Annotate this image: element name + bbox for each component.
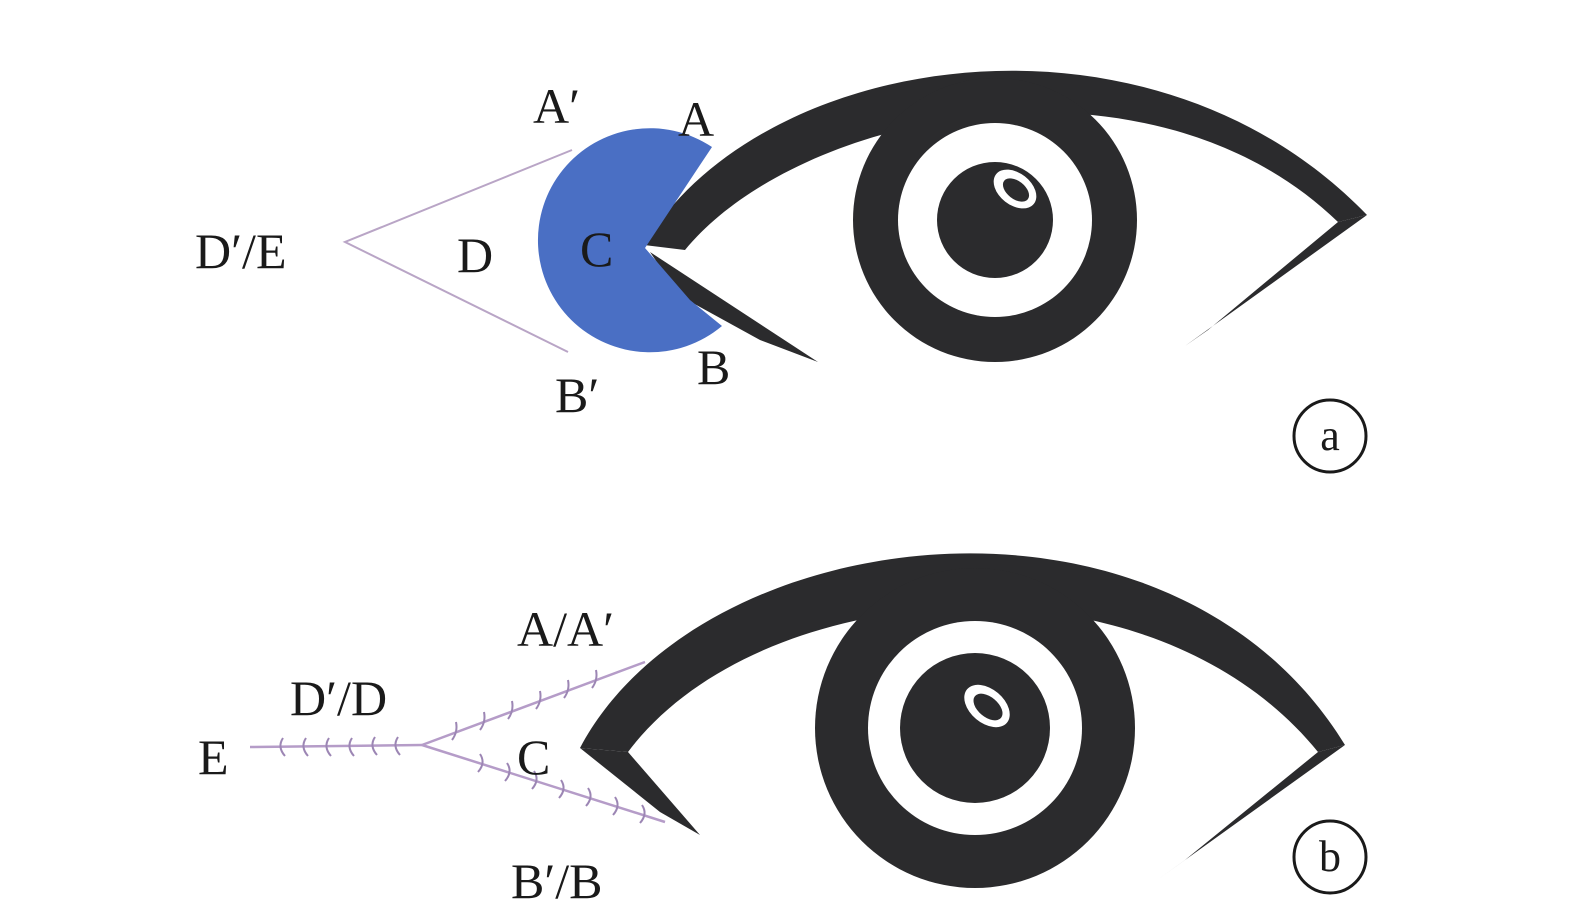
label-c-b: C [517, 729, 550, 785]
defect-circle [537, 128, 722, 353]
stitches-lower [477, 753, 646, 824]
lower-eyelid-inner-b [580, 748, 700, 835]
label-d-prime-d: D′/D [290, 670, 387, 726]
svg-text:a: a [1320, 411, 1340, 460]
lower-eyelid-inner-a [650, 252, 818, 362]
panel-badge-b: b [1292, 819, 1368, 895]
pupil-highlight-inner-b [973, 693, 1003, 721]
panel-a: A′ A D′/E D C B B′ a [195, 70, 1368, 474]
stitches-horizontal [279, 736, 401, 757]
svg-text:b: b [1319, 832, 1341, 881]
pupil-b [900, 653, 1050, 803]
lower-eyelid-outer-b [1160, 745, 1345, 878]
label-b-prime-b: B′/B [511, 853, 603, 909]
flap-outline [342, 149, 573, 353]
stitches-upper [451, 669, 598, 741]
eye-illustration-a [644, 70, 1367, 362]
label-b: B [697, 339, 730, 395]
panel-badge-a: a [1292, 398, 1368, 474]
upper-eyelid-b [580, 553, 1345, 752]
label-c: C [580, 221, 613, 277]
label-d-prime-e: D′/E [195, 223, 286, 279]
label-b-prime: B′ [555, 367, 599, 423]
lower-eyelid-outer-a [1185, 215, 1367, 346]
panel-b: A/A′ D′/D E C B′/B b [198, 553, 1368, 909]
label-a-a-prime: A/A′ [517, 601, 614, 657]
suture-lines [249, 660, 666, 824]
eye-illustration-b [580, 553, 1345, 888]
upper-eyelid-a [644, 70, 1367, 250]
pupil-highlight-inner-a [1002, 178, 1030, 202]
label-d: D [457, 227, 493, 283]
label-a: A [678, 91, 714, 147]
label-a-prime: A′ [533, 78, 580, 134]
label-e: E [198, 729, 229, 785]
